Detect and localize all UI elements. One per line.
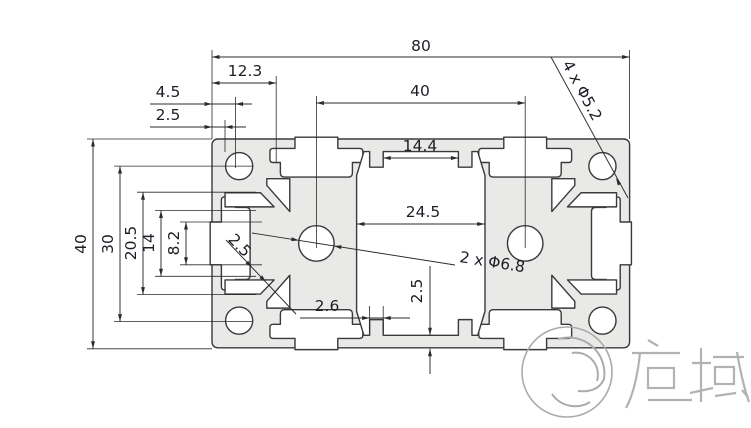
arrowhead	[159, 210, 163, 218]
corner-hole-top-right	[588, 151, 617, 181]
arrowhead	[91, 341, 95, 349]
arrowhead	[450, 156, 459, 160]
arrowhead	[184, 257, 188, 265]
logo-watermark	[521, 326, 751, 418]
arrowhead	[383, 316, 391, 320]
arrowhead	[333, 245, 342, 250]
central-cavity	[355, 150, 486, 336]
profile-cross-section	[210, 137, 631, 349]
corner-hole-bottom-right	[588, 306, 617, 335]
arrowhead	[316, 101, 324, 105]
arrowhead	[141, 192, 145, 200]
dim-label-bottom_wall_thickness: 2.5	[408, 279, 426, 304]
dim-label-side_slot_opening: 8.2	[165, 231, 183, 256]
dim-label-cavity_width: 24.5	[406, 203, 441, 221]
arrowhead	[616, 178, 622, 186]
arrowhead	[245, 260, 252, 268]
arrowhead	[428, 327, 432, 336]
arrowhead	[225, 125, 233, 129]
dim-label-corner_hole_spacing: 30	[99, 234, 117, 254]
dim-label-width_total: 80	[411, 37, 431, 55]
logo-text-glyphs	[625, 339, 751, 409]
arrowhead	[477, 222, 485, 226]
arrowhead	[91, 139, 95, 147]
arrowhead	[159, 268, 163, 277]
dimension-line	[251, 232, 456, 266]
dim-label-cavity_opening: 14.4	[403, 137, 438, 155]
arrowhead	[259, 275, 266, 283]
corner-hole-bottom-left	[224, 306, 254, 335]
arrowhead	[212, 81, 220, 85]
arrowhead	[362, 316, 370, 320]
dim-label-center_distance: 40	[410, 82, 430, 100]
arrowhead	[141, 287, 145, 295]
arrowhead	[184, 222, 188, 230]
arrowhead	[428, 348, 432, 357]
arrowhead	[118, 166, 122, 174]
arrowhead	[268, 81, 277, 85]
arrowhead	[118, 314, 122, 322]
arrowhead	[622, 55, 630, 59]
arrowhead	[204, 125, 212, 129]
dim-label-corner_hole_offset: 4.5	[156, 83, 181, 101]
dim-label-lip_width: 2.6	[315, 297, 340, 315]
dim-label-side_cavity_outer: 20.5	[122, 226, 140, 261]
logo-circle	[521, 326, 613, 418]
dim-label-wall_thickness: 2.5	[156, 106, 181, 124]
arrowhead	[517, 101, 526, 105]
arrowhead	[204, 102, 212, 106]
dim-label-top_slot_offset: 12.3	[228, 62, 263, 80]
logo-q-swoosh	[551, 336, 606, 408]
arrowhead	[356, 222, 365, 226]
arrowhead	[212, 55, 220, 59]
dimension-line	[550, 56, 629, 199]
arrowhead	[235, 102, 243, 106]
dim-label-side_cavity_width: 14	[140, 233, 158, 253]
arrowhead	[383, 156, 391, 160]
arrowhead	[291, 237, 299, 242]
dim-label-height_total: 40	[72, 234, 90, 254]
